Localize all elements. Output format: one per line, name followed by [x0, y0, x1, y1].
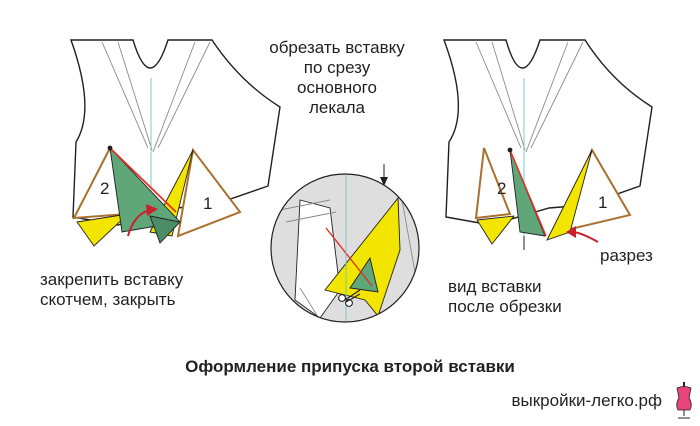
left-vest-guides: [101, 41, 211, 153]
pointer-to-zoom-head: [380, 177, 388, 186]
scissors-icon: [338, 289, 361, 307]
diagram-title: Оформление припуска второй вставки: [185, 357, 515, 376]
number-right-2: 2: [497, 179, 507, 198]
label-view-after: вид вставки после обрезки: [448, 277, 562, 316]
label-cut-slit: разрез: [600, 246, 653, 265]
label-cut-insert: обрезать вставку по срезу основного лека…: [269, 38, 405, 117]
right-yellow-flap: [476, 215, 516, 245]
left-green-insert: [109, 146, 181, 233]
right-dart-2: [474, 147, 512, 220]
site-watermark: выкройки-легко.рф: [511, 391, 662, 410]
left-arrow-head: [146, 204, 158, 216]
zoom-detail: [270, 164, 420, 323]
number-left-1: 1: [203, 194, 213, 213]
left-dart-1: [176, 147, 242, 238]
left-pivot-dot: [107, 145, 113, 151]
right-vest: [442, 39, 653, 250]
right-pivot-dot: [507, 147, 513, 153]
label-tape-close: закрепить вставку скотчем, закрыть: [40, 270, 184, 309]
right-red-edge: [509, 149, 547, 237]
number-left-2: 2: [100, 179, 110, 198]
right-vest-guides: [475, 41, 584, 153]
left-green-fold: [149, 215, 181, 244]
left-yellow-flap-a: [76, 213, 130, 247]
right-yellow-insert: [546, 149, 593, 241]
number-right-1: 1: [598, 193, 608, 212]
zoom-frame: [270, 173, 420, 323]
zoom-red-edge: [325, 227, 373, 287]
dress-form-icon: [676, 382, 692, 419]
right-vest-outline: [442, 39, 653, 226]
left-vest: [70, 39, 281, 247]
right-arrow-head: [566, 226, 576, 238]
zoom-yellow-large: [324, 196, 401, 317]
left-red-edge: [109, 147, 177, 213]
